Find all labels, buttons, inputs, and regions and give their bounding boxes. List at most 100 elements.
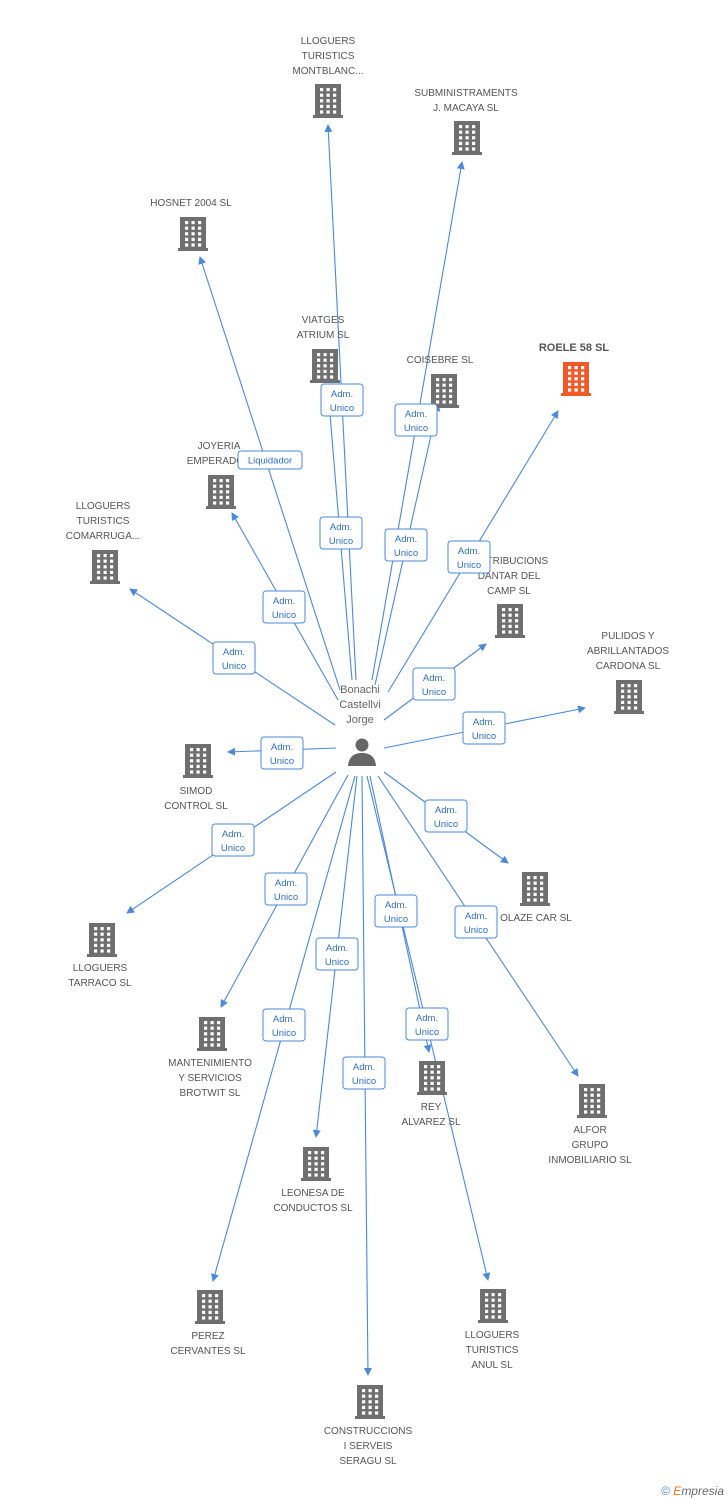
- company-name-line: CONTROL SL: [164, 801, 228, 812]
- company-name-line: I SERVEIS: [344, 1441, 393, 1452]
- role-text: Unico: [270, 756, 294, 767]
- company-name-line: LLOGUERS: [301, 36, 356, 47]
- role-text: Unico: [272, 1028, 296, 1039]
- role-badge-anul[interactable]: Adm.Unico: [405, 1007, 449, 1041]
- copyright-symbol: ©: [661, 1484, 670, 1498]
- role-badge-box: [262, 590, 306, 624]
- role-badge-box: [384, 528, 428, 562]
- person-icon: [348, 738, 376, 766]
- role-text: Unico: [330, 403, 354, 414]
- role-badge-rey[interactable]: Adm. Unico: [374, 894, 418, 928]
- company-node-montblanc[interactable]: LLOGUERSTURISTICSMONTBLANC...: [292, 36, 364, 118]
- role-badge-pulidos[interactable]: Adm.Unico: [462, 711, 506, 745]
- company-name-line: DANTAR DEL: [478, 571, 541, 582]
- company-name-line: GRUPO: [572, 1140, 609, 1151]
- building-icon: [478, 1289, 508, 1323]
- role-badge-box: [237, 450, 303, 470]
- role-badge-joyeria[interactable]: Adm. Unico: [262, 590, 306, 624]
- role-text: Adm.: [395, 534, 417, 545]
- building-icon: [206, 475, 236, 509]
- role-badge-alfor[interactable]: Adm.Unico: [454, 905, 498, 939]
- building-icon: [301, 1147, 331, 1181]
- building-icon: [87, 923, 117, 957]
- role-badge-box: [260, 736, 304, 770]
- role-text: Unico: [272, 610, 296, 621]
- role-text: Adm.: [331, 389, 353, 400]
- company-name-line: CERVANTES SL: [170, 1346, 246, 1357]
- company-node-comarruga[interactable]: LLOGUERSTURISTICSCOMARRUGA...: [66, 501, 140, 584]
- role-badge-perez[interactable]: Adm. Unico: [262, 1008, 306, 1042]
- role-badge-viatges[interactable]: Adm.Unico: [319, 516, 363, 550]
- role-badge-box: [319, 516, 363, 550]
- company-name-line: BROTWIT SL: [180, 1088, 241, 1099]
- company-name-line: COMARRUGA...: [66, 531, 140, 542]
- person-name-line: Castellvi: [339, 699, 381, 711]
- role-badge-leonesa[interactable]: Adm.Unico: [315, 937, 359, 971]
- building-icon: [577, 1084, 607, 1118]
- company-name-line: CAMP SL: [487, 586, 531, 597]
- role-badge-simod[interactable]: Adm.Unico: [260, 736, 304, 770]
- role-text: Adm.: [273, 596, 295, 607]
- company-name-line: OLAZE CAR SL: [500, 913, 572, 924]
- role-text: Adm.: [465, 911, 487, 922]
- role-text: Adm.: [273, 1014, 295, 1025]
- role-text: Adm.: [405, 409, 427, 420]
- company-node-roele[interactable]: ROELE 58 SL: [539, 342, 610, 396]
- footer-brand[interactable]: © Empresia: [661, 1484, 724, 1498]
- building-icon: [355, 1385, 385, 1419]
- company-node-olaze[interactable]: OLAZE CAR SL: [500, 872, 572, 924]
- building-icon: [452, 121, 482, 155]
- company-name-line: SERAGU SL: [339, 1456, 397, 1467]
- company-name-line: TARRACO SL: [68, 978, 132, 989]
- company-name-line: ABRILLANTADOS: [587, 646, 669, 657]
- company-node-coisebre[interactable]: COISEBRE SL: [407, 355, 474, 408]
- role-badge-olaze[interactable]: Adm.Unico: [424, 799, 468, 833]
- role-badge-montblanc[interactable]: Adm. Unico: [320, 383, 364, 417]
- role-badge-comarruga[interactable]: Adm.Unico: [212, 641, 256, 675]
- role-text: Adm.: [458, 546, 480, 557]
- role-text: Adm.: [416, 1013, 438, 1024]
- role-badge-box: [374, 894, 418, 928]
- company-name-line: LLOGUERS: [465, 1330, 520, 1341]
- company-name-line: JOYERIA: [198, 441, 241, 452]
- role-badge-hosnet[interactable]: Liquidador: [237, 450, 303, 470]
- company-name-line: MONTBLANC...: [292, 66, 363, 77]
- building-icon: [195, 1290, 225, 1324]
- role-badge-box: [394, 403, 438, 437]
- role-badge-macaya[interactable]: Adm.Unico: [394, 403, 438, 437]
- role-text: Adm.: [385, 900, 407, 911]
- building-icon: [178, 217, 208, 251]
- role-text: Liquidador: [248, 456, 292, 467]
- role-text: Unico: [434, 819, 458, 830]
- role-text: Unico: [384, 914, 408, 925]
- company-node-hosnet[interactable]: HOSNET 2004 SL: [150, 198, 232, 251]
- role-badge-roele[interactable]: Adm.Unico: [447, 540, 491, 574]
- role-text: Adm.: [473, 717, 495, 728]
- role-badge-tarraco[interactable]: Adm.Unico: [211, 823, 255, 857]
- building-icon: [90, 550, 120, 584]
- role-badge-coisebre[interactable]: Adm.Unico: [384, 528, 428, 562]
- role-badge-seragu[interactable]: Adm.Unico: [342, 1056, 386, 1090]
- role-badge-brotwit[interactable]: Adm.Unico: [264, 872, 308, 906]
- role-badge-dantar[interactable]: Adm.Unico: [412, 667, 456, 701]
- role-text: Adm.: [275, 878, 297, 889]
- role-badge-box: [462, 711, 506, 745]
